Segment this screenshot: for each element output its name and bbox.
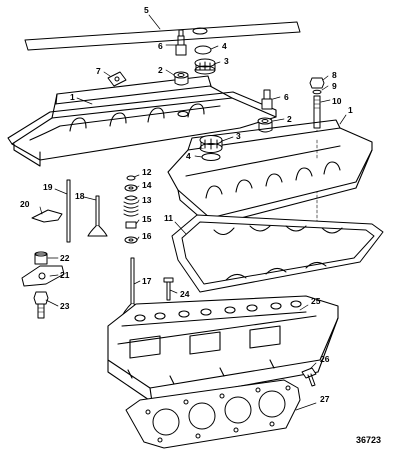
valve-cover-right — [167, 119, 373, 227]
valve-spring-shim — [124, 236, 138, 244]
callout-19: 19 — [43, 182, 53, 192]
valve-seal — [125, 221, 137, 229]
grommet-top — [173, 71, 189, 86]
callout-7: 7 — [96, 66, 101, 76]
callout-10: 10 — [332, 96, 342, 106]
pushrod-guide-plate — [31, 209, 63, 223]
rocker-arm-stud — [33, 291, 49, 319]
callout-6b: 6 — [284, 92, 289, 102]
leader-lines — [39, 14, 347, 411]
rocker-arm — [21, 265, 65, 287]
callout-1a: 1 — [70, 92, 75, 102]
pcv-valve-right — [261, 89, 273, 110]
callout-6a: 6 — [158, 41, 163, 51]
callout-24: 24 — [180, 289, 190, 299]
callout-12: 12 — [142, 167, 152, 177]
callout-22: 22 — [60, 253, 70, 263]
head-gasket — [125, 379, 301, 449]
callout-23: 23 — [60, 301, 70, 311]
hose-clip — [107, 71, 127, 87]
callout-15: 15 — [142, 214, 152, 224]
callout-11: 11 — [164, 213, 173, 223]
valve-spring — [123, 195, 139, 217]
cylinder-head — [107, 295, 339, 403]
oil-filler-cap-right — [199, 135, 223, 153]
callout-labels: 5 6 4 3 2 7 1 8 9 10 6 2 1 3 4 12 14 13 … — [20, 5, 381, 445]
callout-26: 26 — [320, 354, 330, 364]
callout-17: 17 — [142, 276, 152, 286]
callout-9: 9 — [332, 81, 337, 91]
callout-21: 21 — [60, 270, 70, 280]
pushrod — [66, 179, 71, 243]
exhaust-valve — [87, 195, 108, 237]
breather-gasket-strip — [24, 21, 301, 51]
callout-8: 8 — [332, 70, 337, 80]
callout-2a: 2 — [158, 65, 163, 75]
callout-13: 13 — [142, 195, 152, 205]
valve-cover-left — [7, 75, 277, 167]
oil-filler-cap-top — [194, 58, 216, 75]
stud-washer — [312, 89, 322, 95]
callout-1b: 1 — [348, 105, 353, 115]
pcv-valve-top — [175, 29, 187, 56]
valve-spring-retainer — [124, 184, 138, 192]
callout-4a: 4 — [222, 41, 227, 51]
valve-cover-gasket — [171, 214, 384, 293]
callout-16: 16 — [142, 231, 152, 241]
valve-keeper — [126, 175, 136, 181]
callout-25: 25 — [311, 296, 321, 306]
callout-2b: 2 — [287, 114, 292, 124]
head-bolt — [301, 367, 317, 387]
stud-nut — [309, 77, 325, 89]
rocker-pivot-ball — [34, 251, 48, 265]
callout-14: 14 — [142, 180, 152, 190]
rocker-cover-bolt — [163, 277, 174, 301]
callout-4b: 4 — [186, 151, 191, 161]
callout-20: 20 — [20, 199, 30, 209]
oil-cap-gasket-top — [194, 45, 212, 55]
callout-3a: 3 — [224, 56, 229, 66]
callout-18: 18 — [75, 191, 85, 201]
callout-27: 27 — [320, 394, 330, 404]
figure-number: 36723 — [356, 435, 381, 445]
callout-3b: 3 — [236, 131, 241, 141]
callout-5: 5 — [144, 5, 149, 15]
